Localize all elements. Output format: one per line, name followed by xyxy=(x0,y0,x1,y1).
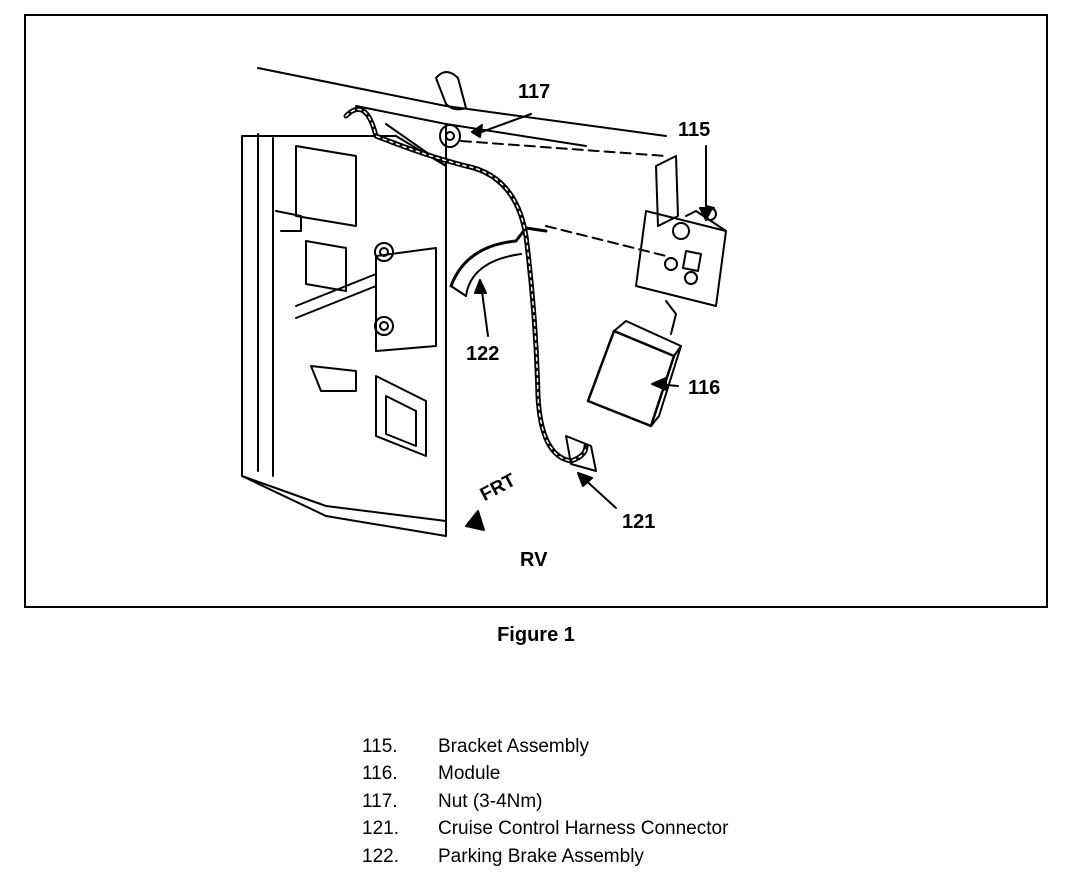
callout-117: 117 xyxy=(518,81,551,103)
legend-row: 121. Cruise Control Harness Connector xyxy=(362,816,728,844)
harness-cable xyxy=(343,106,589,464)
legend-text: Nut (3-4Nm) xyxy=(438,790,543,812)
legend-text: Cruise Control Harness Connector xyxy=(438,818,729,840)
callout-121: 121 xyxy=(622,511,656,533)
parts-legend: 115. Bracket Assembly 116. Module 117. N… xyxy=(362,733,728,871)
view-label: RV xyxy=(520,549,548,571)
legend-row: 116. Module xyxy=(362,761,728,789)
callout-116: 116 xyxy=(688,377,721,399)
legend-number: 117. xyxy=(362,790,398,812)
legend-number: 121. xyxy=(362,818,399,840)
technical-illustration xyxy=(241,67,727,537)
legend-row: 117. Nut (3-4Nm) xyxy=(362,788,728,816)
figure-caption: Figure 1 xyxy=(497,624,575,646)
legend-row: 122. Parking Brake Assembly xyxy=(362,843,728,871)
figure-frame: 117 115 116 122 121 FRT RV xyxy=(24,14,1048,608)
legend-number: 115. xyxy=(362,735,398,757)
legend-text: Bracket Assembly xyxy=(438,735,589,757)
callout-122: 122 xyxy=(466,343,500,365)
legend-text: Parking Brake Assembly xyxy=(438,845,644,867)
legend-row: 115. Bracket Assembly xyxy=(362,733,728,761)
legend-text: Module xyxy=(438,763,501,785)
legend-number: 122. xyxy=(362,845,399,867)
parking-brake-outline xyxy=(449,226,548,288)
bracket-outline xyxy=(635,210,727,307)
legend-number: 116. xyxy=(362,763,398,785)
callout-115: 115 xyxy=(678,119,711,141)
